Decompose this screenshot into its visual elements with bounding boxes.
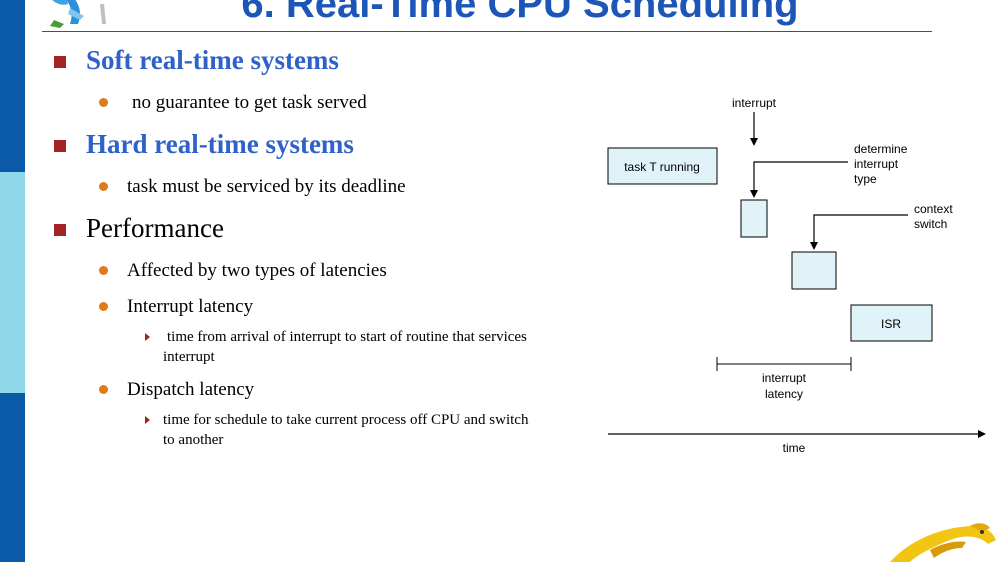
dot-bullet — [99, 182, 108, 191]
task-running-box — [607, 147, 718, 185]
performance-item-dispatch-latency: Dispatch latency — [127, 379, 255, 400]
sidebar-segment-top — [0, 0, 25, 172]
task-running-label: task T running — [624, 160, 700, 174]
dot-bullet — [99, 385, 108, 394]
isr-label: ISR — [881, 317, 901, 331]
determine-label-line2: interrupt — [854, 157, 899, 171]
interrupt-latency-description: time from arrival of interrupt to start … — [163, 329, 527, 365]
context-switch-arrow — [810, 214, 908, 250]
triangle-bullet — [145, 416, 150, 424]
isr-box — [850, 304, 933, 342]
sidebar-segment-middle — [0, 172, 25, 393]
dispatch-latency-description: time for schedule to take current proces… — [163, 412, 529, 448]
performance-item-latency-types: Affected by two types of latencies — [127, 260, 387, 281]
determine-type-box — [740, 199, 768, 238]
heading-performance: Performance — [86, 213, 224, 243]
dinosaur-logo-icon — [50, 0, 106, 28]
sidebar-segment-bottom — [0, 393, 25, 562]
latency-label-line1: interrupt — [762, 371, 807, 385]
heading-soft-real-time: Soft real-time systems — [86, 45, 339, 75]
dot-bullet — [99, 98, 108, 107]
dinosaur-logo-icon — [890, 523, 996, 562]
hard-real-time-item: task must be serviced by its deadline — [127, 176, 406, 197]
heading-hard-real-time: Hard real-time systems — [86, 129, 354, 159]
soft-real-time-item: no guarantee to get task served — [132, 92, 367, 113]
context-switch-label-line1: context — [914, 202, 953, 216]
title-underline — [42, 31, 932, 32]
determine-label-line1: determine — [854, 142, 908, 156]
determine-label-line3: type — [854, 172, 877, 186]
context-switch-label-line2: switch — [914, 217, 947, 231]
dot-bullet — [99, 302, 108, 311]
performance-item-interrupt-latency: Interrupt latency — [127, 296, 254, 317]
square-bullet — [54, 56, 66, 68]
slide-title: 6. Real-Time CPU Scheduling — [241, 0, 799, 26]
dot-bullet — [99, 266, 108, 275]
determine-type-arrow — [750, 161, 848, 198]
context-switch-box — [791, 251, 837, 290]
square-bullet — [54, 140, 66, 152]
square-bullet — [54, 224, 66, 236]
latency-label-line2: latency — [765, 387, 803, 401]
time-axis-label: time — [783, 441, 806, 455]
sidebar-decoration — [0, 0, 25, 562]
triangle-bullet — [145, 333, 150, 341]
interrupt-label: interrupt — [732, 96, 777, 110]
